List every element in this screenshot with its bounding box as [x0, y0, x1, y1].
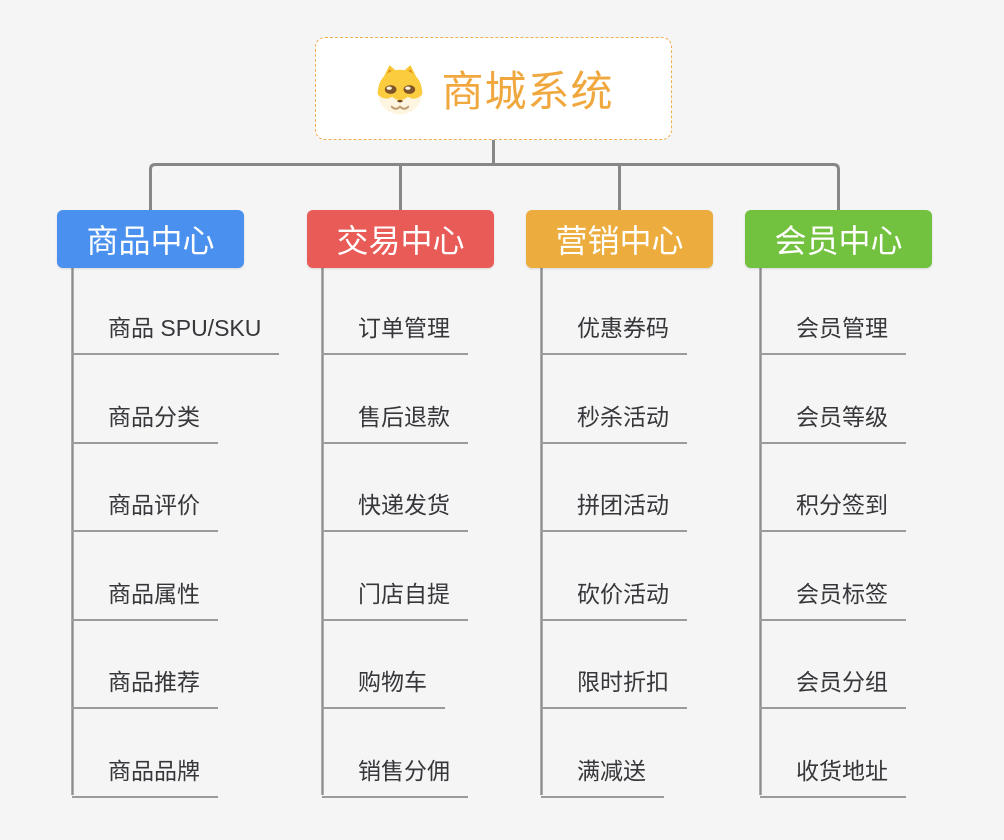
leaf-node[interactable]: 优惠券码	[541, 307, 687, 355]
leaf-node[interactable]: 商品评价	[72, 484, 218, 532]
leaf-node[interactable]: 满减送	[541, 750, 664, 798]
leaf-node[interactable]: 售后退款	[322, 396, 468, 444]
leaf-node[interactable]: 限时折扣	[541, 661, 687, 709]
root-title: 商城系统	[441, 68, 614, 115]
leaf-node[interactable]: 商品属性	[72, 573, 218, 621]
leaf-node[interactable]: 商品品牌	[72, 750, 218, 798]
dog-face-icon	[378, 64, 423, 114]
leaf-node[interactable]: 会员分组	[760, 661, 906, 709]
leaf-node[interactable]: 秒杀活动	[541, 396, 687, 444]
leaf-node[interactable]: 销售分佣	[322, 750, 468, 798]
leaf-node[interactable]: 拼团活动	[541, 484, 687, 532]
leaf-node[interactable]: 快递发货	[322, 484, 468, 532]
leaf-node[interactable]: 商品分类	[72, 396, 218, 444]
leaf-node[interactable]: 会员标签	[760, 573, 906, 621]
leaf-node[interactable]: 订单管理	[322, 307, 468, 355]
branch-header-product-center[interactable]: 商品中心	[57, 210, 244, 268]
leaf-node[interactable]: 积分签到	[760, 484, 906, 532]
branch-member-center: 会员中心 会员管理 会员等级 积分签到 会员标签 会员分组 收货地址	[745, 0, 995, 840]
branch-product-center: 商品中心 商品 SPU/SKU 商品分类 商品评价 商品属性 商品推荐 商品品牌	[57, 0, 307, 840]
leaf-node[interactable]: 门店自提	[322, 573, 468, 621]
branch-marketing-center: 营销中心 优惠券码 秒杀活动 拼团活动 砍价活动 限时折扣 满减送	[526, 0, 776, 840]
leaf-node[interactable]: 购物车	[322, 661, 445, 709]
branch-header-member-center[interactable]: 会员中心	[745, 210, 932, 268]
branch-header-trade-center[interactable]: 交易中心	[307, 210, 494, 268]
leaf-node[interactable]: 商品 SPU/SKU	[72, 307, 280, 355]
leaf-node[interactable]: 收货地址	[760, 750, 906, 798]
branch-trade-center: 交易中心 订单管理 售后退款 快递发货 门店自提 购物车 销售分佣	[307, 0, 557, 840]
leaf-node[interactable]: 会员等级	[760, 396, 906, 444]
root-node-mall-system[interactable]: 商城系统	[315, 37, 672, 140]
leaf-node[interactable]: 商品推荐	[72, 661, 218, 709]
leaf-node[interactable]: 砍价活动	[541, 573, 687, 621]
leaf-node[interactable]: 会员管理	[760, 307, 906, 355]
branch-header-marketing-center[interactable]: 营销中心	[526, 210, 713, 268]
